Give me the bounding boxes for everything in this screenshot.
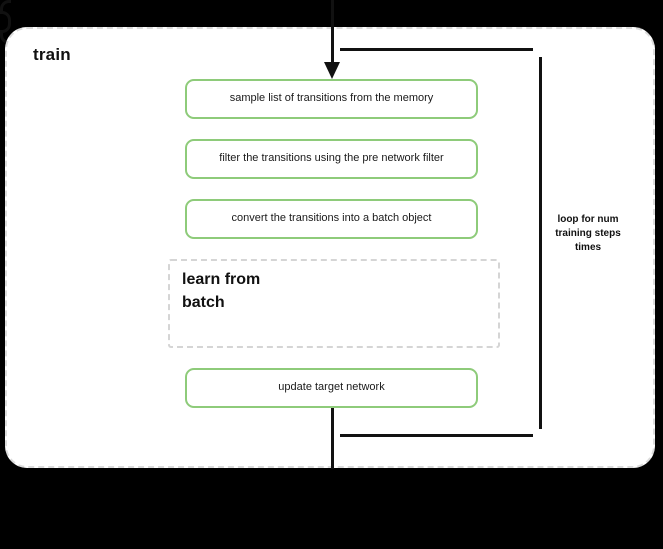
entry-arrow-icon: [324, 62, 340, 79]
loop-caption-line-3: times: [574, 241, 602, 253]
loop-caption-line-1: loop for num: [557, 214, 619, 225]
loop-top-segment: [340, 48, 533, 51]
entry-connector-line: [331, 0, 334, 62]
step-box-sample[interactable]: sample list of transitions from the memo…: [185, 79, 478, 119]
loop-right-segment: [539, 57, 542, 429]
loop-caption: loop for num training steps times: [546, 213, 630, 254]
step-label-convert: convert the transitions into a batch obj…: [231, 212, 432, 225]
exit-connector-line: [331, 406, 334, 469]
step-group-learn-from-batch[interactable]: learn from batch: [168, 259, 500, 348]
loop-corner-bottom-right: [0, 22, 11, 33]
step-group-label-learn-from-batch: learn from batch: [182, 271, 261, 311]
step-label-filter: filter the transitions using the pre net…: [219, 152, 444, 165]
step-label-update-target-network: update target network: [278, 381, 385, 394]
loop-bottom-segment: [340, 434, 533, 437]
loop-caption-line-2: training steps: [555, 227, 621, 239]
step-box-convert[interactable]: convert the transitions into a batch obj…: [185, 199, 478, 239]
step-label-sample: sample list of transitions from the memo…: [229, 92, 434, 105]
loop-corner-top-right: [0, 11, 11, 22]
loop-corner-top-left: [0, 0, 11, 11]
step-box-filter[interactable]: filter the transitions using the pre net…: [185, 139, 478, 179]
page-title: train: [33, 45, 71, 64]
step-box-update-target-network[interactable]: update target network: [185, 368, 478, 408]
